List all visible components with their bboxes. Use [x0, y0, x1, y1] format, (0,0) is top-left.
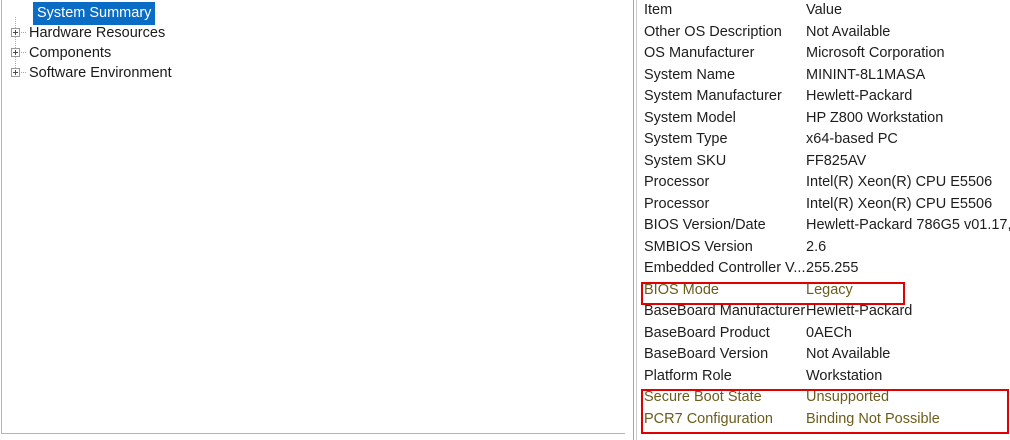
table-row[interactable]: Embedded Controller V...255.255 — [640, 258, 1010, 280]
row-item-label: System Manufacturer — [644, 88, 782, 104]
row-item-value: 255.255 — [806, 260, 859, 276]
expand-glyph — [11, 48, 20, 57]
table-row[interactable]: System Manufacturer Hewlett-Packard — [640, 86, 1010, 108]
splitter-line-dark — [633, 0, 634, 440]
table-row[interactable]: BIOS Mode Legacy — [640, 280, 1010, 302]
row-item-label: SMBIOS Version — [644, 238, 753, 255]
expand-glyph — [11, 68, 20, 77]
row-item-label: BaseBoard Manufacturer — [644, 303, 806, 319]
table-row[interactable]: BIOS Version/Date Hewlett-Packard 786G5 v… — [640, 215, 1010, 237]
row-item-label: BaseBoard Version — [644, 346, 769, 362]
row-item-value: HP Z800 Workstation — [806, 109, 944, 126]
tree-connector-horizontal — [21, 32, 27, 33]
row-item-value: Intel(R) Xeon(R) CPU E5506 — [806, 174, 993, 190]
row-item-label: BIOS Mode — [644, 281, 719, 298]
tree-item-label: Components — [29, 45, 112, 61]
splitter-line-light — [636, 0, 637, 440]
table-row[interactable]: System Type x64-based PC — [640, 129, 1010, 151]
table-row[interactable]: PCR7 Configuration Binding Not Possible — [640, 409, 1010, 431]
row-item-label: System Type — [644, 131, 728, 147]
row-item-value: x64-based PC — [806, 131, 898, 147]
row-item-value: Microsoft Corporation — [806, 45, 945, 61]
table-row[interactable]: Processor Intel(R) Xeon(R) CPU E5506 — [640, 194, 1010, 216]
row-item-value: Not Available — [806, 23, 891, 40]
row-item-label: BaseBoard Product — [644, 324, 770, 341]
row-item-value: Hewlett-Packard — [806, 88, 913, 104]
row-item-label: PCR7 Configuration — [644, 410, 773, 427]
tree-item-label: Software Environment — [29, 65, 172, 81]
table-row[interactable]: System SKU FF825AV — [640, 151, 1010, 173]
tree-connector-horizontal — [21, 52, 27, 53]
tree-connector-horizontal — [21, 72, 27, 73]
pane-splitter[interactable] — [632, 0, 640, 440]
table-row[interactable]: System Model HP Z800 Workstation — [640, 108, 1010, 130]
row-item-label: Platform Role — [644, 367, 732, 384]
tree-item-label: System Summary — [33, 1, 156, 25]
details-column-header[interactable]: Item Value — [640, 0, 1010, 22]
tree-item-software-environment[interactable]: Software Environment — [2, 57, 625, 83]
plus-box-icon[interactable] — [8, 57, 27, 83]
column-header-item[interactable]: Item — [644, 2, 673, 18]
row-item-value: Legacy — [806, 281, 853, 298]
table-row[interactable]: System Name MININT-8L1MASA — [640, 65, 1010, 87]
row-item-value: Hewlett-Packard 786G5 v01.17, 8/ — [806, 217, 1010, 233]
row-item-label: Embedded Controller V... — [644, 260, 806, 276]
table-row[interactable]: BaseBoard Product 0AECh — [640, 323, 1010, 345]
table-row[interactable]: Other OS Description Not Available — [640, 22, 1010, 44]
row-item-label: Processor — [644, 174, 710, 190]
table-row[interactable]: Secure Boot State Unsupported — [640, 387, 1010, 409]
tree-connector-vertical — [15, 17, 16, 28]
row-item-value: Intel(R) Xeon(R) CPU E5506 — [806, 195, 993, 212]
row-item-value: Unsupported — [806, 389, 890, 405]
row-item-label: Other OS Description — [644, 23, 782, 40]
tree-connector-vertical — [15, 37, 16, 48]
plus-box-icon[interactable] — [8, 17, 27, 49]
tree-item-components[interactable]: Components — [2, 37, 625, 69]
row-item-label: OS Manufacturer — [644, 45, 755, 61]
row-item-value: 2.6 — [806, 238, 827, 255]
tree-connector-vertical — [15, 57, 16, 68]
tree-item-hardware-resources[interactable]: Hardware Resources — [2, 17, 625, 49]
tree-item-label: Hardware Resources — [29, 25, 166, 41]
row-item-value: MININT-8L1MASA — [806, 66, 926, 83]
row-item-label: System Model — [644, 109, 736, 126]
table-row[interactable]: Platform Role Workstation — [640, 366, 1010, 388]
table-row[interactable]: SMBIOS Version 2.6 — [640, 237, 1010, 259]
row-item-value: Binding Not Possible — [806, 410, 940, 427]
table-row[interactable]: BaseBoard Version Not Available — [640, 344, 1010, 366]
row-item-label: System Name — [644, 66, 736, 83]
expand-glyph — [11, 28, 20, 37]
row-item-value: 0AECh — [806, 324, 852, 341]
row-item-value: Hewlett-Packard — [806, 303, 913, 319]
row-item-value: FF825AV — [806, 152, 867, 169]
column-header-value[interactable]: Value — [806, 2, 843, 18]
tree-item-system-summary[interactable]: System Summary — [2, 1, 625, 25]
row-item-value: Workstation — [806, 367, 883, 384]
table-row[interactable]: OS Manufacturer Microsoft Corporation — [640, 43, 1010, 65]
row-item-label: Processor — [644, 195, 710, 212]
row-item-value: Not Available — [806, 346, 891, 362]
plus-box-icon[interactable] — [8, 37, 27, 69]
row-item-label: System SKU — [644, 152, 727, 169]
row-item-label: BIOS Version/Date — [644, 217, 766, 233]
row-item-label: Secure Boot State — [644, 389, 762, 405]
table-row[interactable]: Processor Intel(R) Xeon(R) CPU E5506 — [640, 172, 1010, 194]
